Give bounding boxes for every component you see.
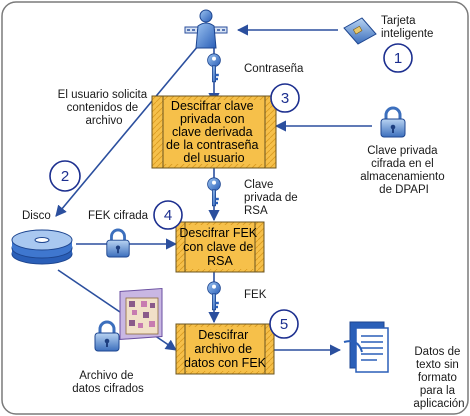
user-icon	[184, 9, 228, 49]
disk-label: Disco	[22, 210, 51, 222]
dpapi-key-label: Clave privada cifrada en el almacenamien…	[360, 145, 448, 196]
smartcard-label: Tarjeta inteligente	[381, 15, 433, 40]
smartcard-icon	[343, 17, 377, 45]
arrow-user-to-disk	[55, 39, 204, 217]
step-number-2: 2	[49, 160, 81, 192]
encrypted-fek-label: FEK cifrada	[88, 210, 149, 222]
step-number-4: 4	[153, 200, 183, 230]
svg-text:2: 2	[61, 168, 69, 185]
fek-label: FEK	[244, 289, 267, 301]
disk-icon	[11, 229, 73, 265]
svg-text:4: 4	[164, 207, 172, 224]
step3-text: Descifrar clave privada con clave deriva…	[166, 99, 262, 165]
document-icon	[343, 321, 389, 373]
step4-box: Descifrar FEK con clave de RSA	[175, 221, 265, 273]
step-number-3: 3	[270, 83, 300, 113]
encrypted-file-label: Archivo de datos cifrados	[72, 370, 144, 395]
rsa-key-label: Clave privada de RSA	[244, 179, 301, 217]
step3-box: Descifrar clave privada con clave deriva…	[151, 95, 277, 169]
step-number-1: 1	[383, 43, 413, 73]
encrypted-file-icon	[119, 287, 163, 340]
svg-text:5: 5	[280, 316, 288, 333]
password-label: Contraseña	[244, 63, 304, 75]
svg-text:3: 3	[281, 90, 289, 107]
step5-box: Descifrar archivo de datos con FEK	[175, 323, 275, 375]
step4-text: Descifrar FEK con clave de RSA	[179, 226, 260, 268]
step5-text: Descifrar archivo de datos con FEK	[184, 328, 267, 370]
user-request-label: El usuario solicita contenidos de archiv…	[58, 89, 151, 127]
plaintext-label: Datos de texto sin formato para la aplic…	[413, 346, 464, 410]
step-number-5: 5	[269, 309, 299, 339]
svg-text:1: 1	[394, 50, 402, 67]
